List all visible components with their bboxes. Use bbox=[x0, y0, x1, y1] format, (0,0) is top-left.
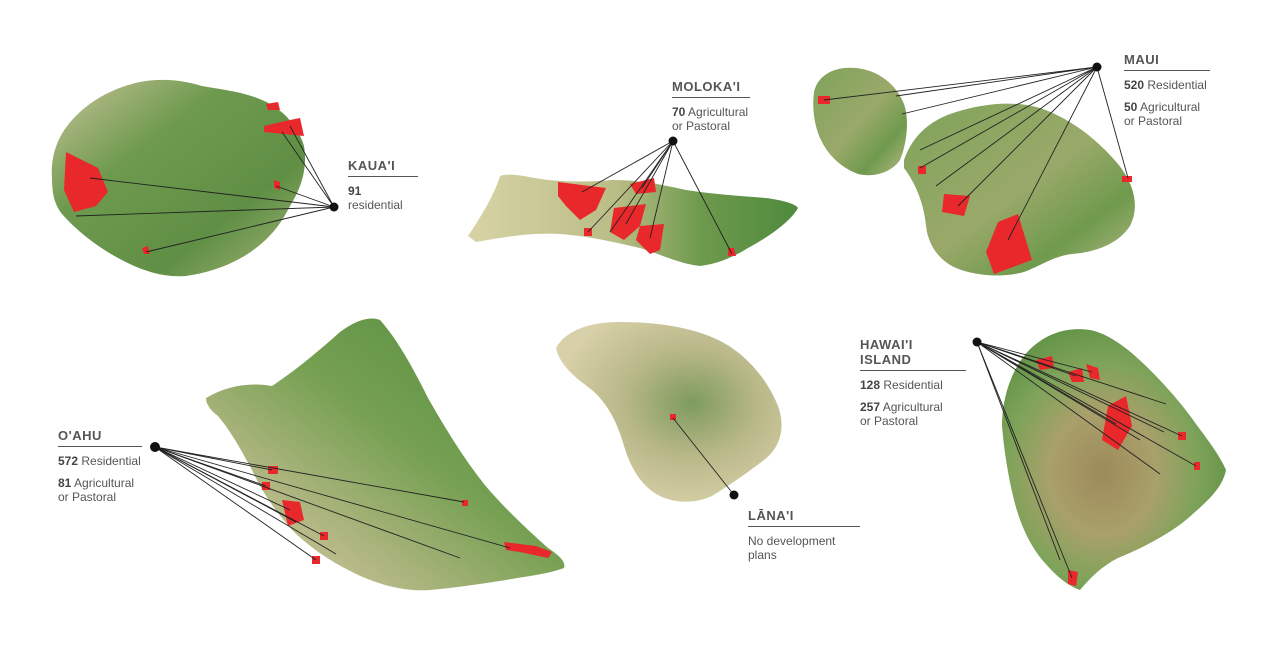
kauai-label: KAUA'I 91 residential bbox=[348, 158, 418, 220]
molokai-leaders bbox=[581, 140, 733, 255]
maui-landmass-east bbox=[904, 103, 1135, 276]
maui-parcel bbox=[1122, 176, 1132, 182]
island-maui bbox=[813, 62, 1135, 276]
hawaii-parcel bbox=[1086, 364, 1100, 380]
hawaii-leaders bbox=[976, 341, 1197, 579]
hawaii-label: HAWAI'I ISLAND 128 Residential 257 Agric… bbox=[860, 337, 966, 436]
hawaii-parcel bbox=[1068, 368, 1084, 382]
lanai-note: No development plans bbox=[748, 534, 836, 562]
kauai-landmass bbox=[51, 79, 306, 277]
kauai-parcel bbox=[274, 180, 280, 190]
oahu-marker bbox=[150, 442, 160, 452]
lanai-marker bbox=[729, 490, 739, 500]
maui-leaders bbox=[823, 66, 1129, 241]
maui-name: MAUI bbox=[1124, 52, 1210, 71]
molokai-marker bbox=[668, 136, 678, 146]
maui-parcel bbox=[942, 194, 970, 216]
maui-parcel bbox=[986, 214, 1032, 274]
hawaii-stat-residential: 128 Residential bbox=[860, 378, 943, 392]
maui-marker bbox=[1092, 62, 1102, 72]
oahu-label: O'AHU 572 Residential 81 Agricultural or… bbox=[58, 428, 142, 512]
kauai-name: KAUA'I bbox=[348, 158, 418, 177]
molokai-parcel bbox=[636, 224, 664, 254]
oahu-parcel bbox=[462, 500, 468, 506]
island-molokai bbox=[468, 136, 798, 266]
lanai-leaders bbox=[672, 417, 735, 496]
oahu-stat-residential: 572 Residential bbox=[58, 454, 141, 468]
oahu-parcel bbox=[504, 542, 552, 558]
maui-stat-residential: 520 Residential bbox=[1124, 78, 1207, 92]
island-hawaii bbox=[972, 329, 1226, 590]
maui-label: MAUI 520 Residential 50 Agricultural or … bbox=[1124, 52, 1210, 136]
lanai-label: LĀNA'I No development plans bbox=[748, 508, 860, 570]
oahu-leaders bbox=[154, 446, 511, 561]
kauai-parcel bbox=[142, 246, 150, 254]
hawaii-name: HAWAI'I ISLAND bbox=[860, 337, 966, 371]
lanai-name: LĀNA'I bbox=[748, 508, 860, 527]
lanai-parcel bbox=[670, 414, 676, 420]
kauai-parcel bbox=[64, 152, 108, 212]
hawaii-marker bbox=[972, 337, 982, 347]
oahu-parcel bbox=[282, 500, 304, 526]
molokai-parcel bbox=[558, 182, 606, 220]
maui-stat-agricultural: 50 Agricultural or Pastoral bbox=[1124, 100, 1201, 128]
molokai-label: MOLOKA'I 70 Agricultural or Pastoral bbox=[672, 79, 750, 141]
molokai-stat: 70 Agricultural or Pastoral bbox=[672, 105, 749, 133]
kauai-parcel bbox=[264, 118, 304, 136]
molokai-parcel bbox=[610, 204, 646, 240]
island-oahu bbox=[150, 318, 565, 591]
island-kauai bbox=[51, 79, 339, 277]
hawaii-stat-agricultural: 257 Agricultural or Pastoral bbox=[860, 400, 943, 428]
kauai-leaders bbox=[75, 125, 335, 253]
hawaii-parcel bbox=[1194, 462, 1200, 470]
lanai-landmass bbox=[556, 322, 782, 502]
maui-landmass-west bbox=[813, 67, 907, 176]
kauai-marker bbox=[329, 202, 339, 212]
kauai-parcel bbox=[266, 102, 280, 110]
oahu-stat-agricultural: 81 Agricultural or Pastoral bbox=[58, 476, 135, 504]
island-lanai bbox=[556, 322, 782, 502]
hawaii-landmass bbox=[1002, 329, 1226, 590]
molokai-name: MOLOKA'I bbox=[672, 79, 750, 98]
kauai-stat: 91 residential bbox=[348, 184, 403, 212]
oahu-name: O'AHU bbox=[58, 428, 142, 447]
